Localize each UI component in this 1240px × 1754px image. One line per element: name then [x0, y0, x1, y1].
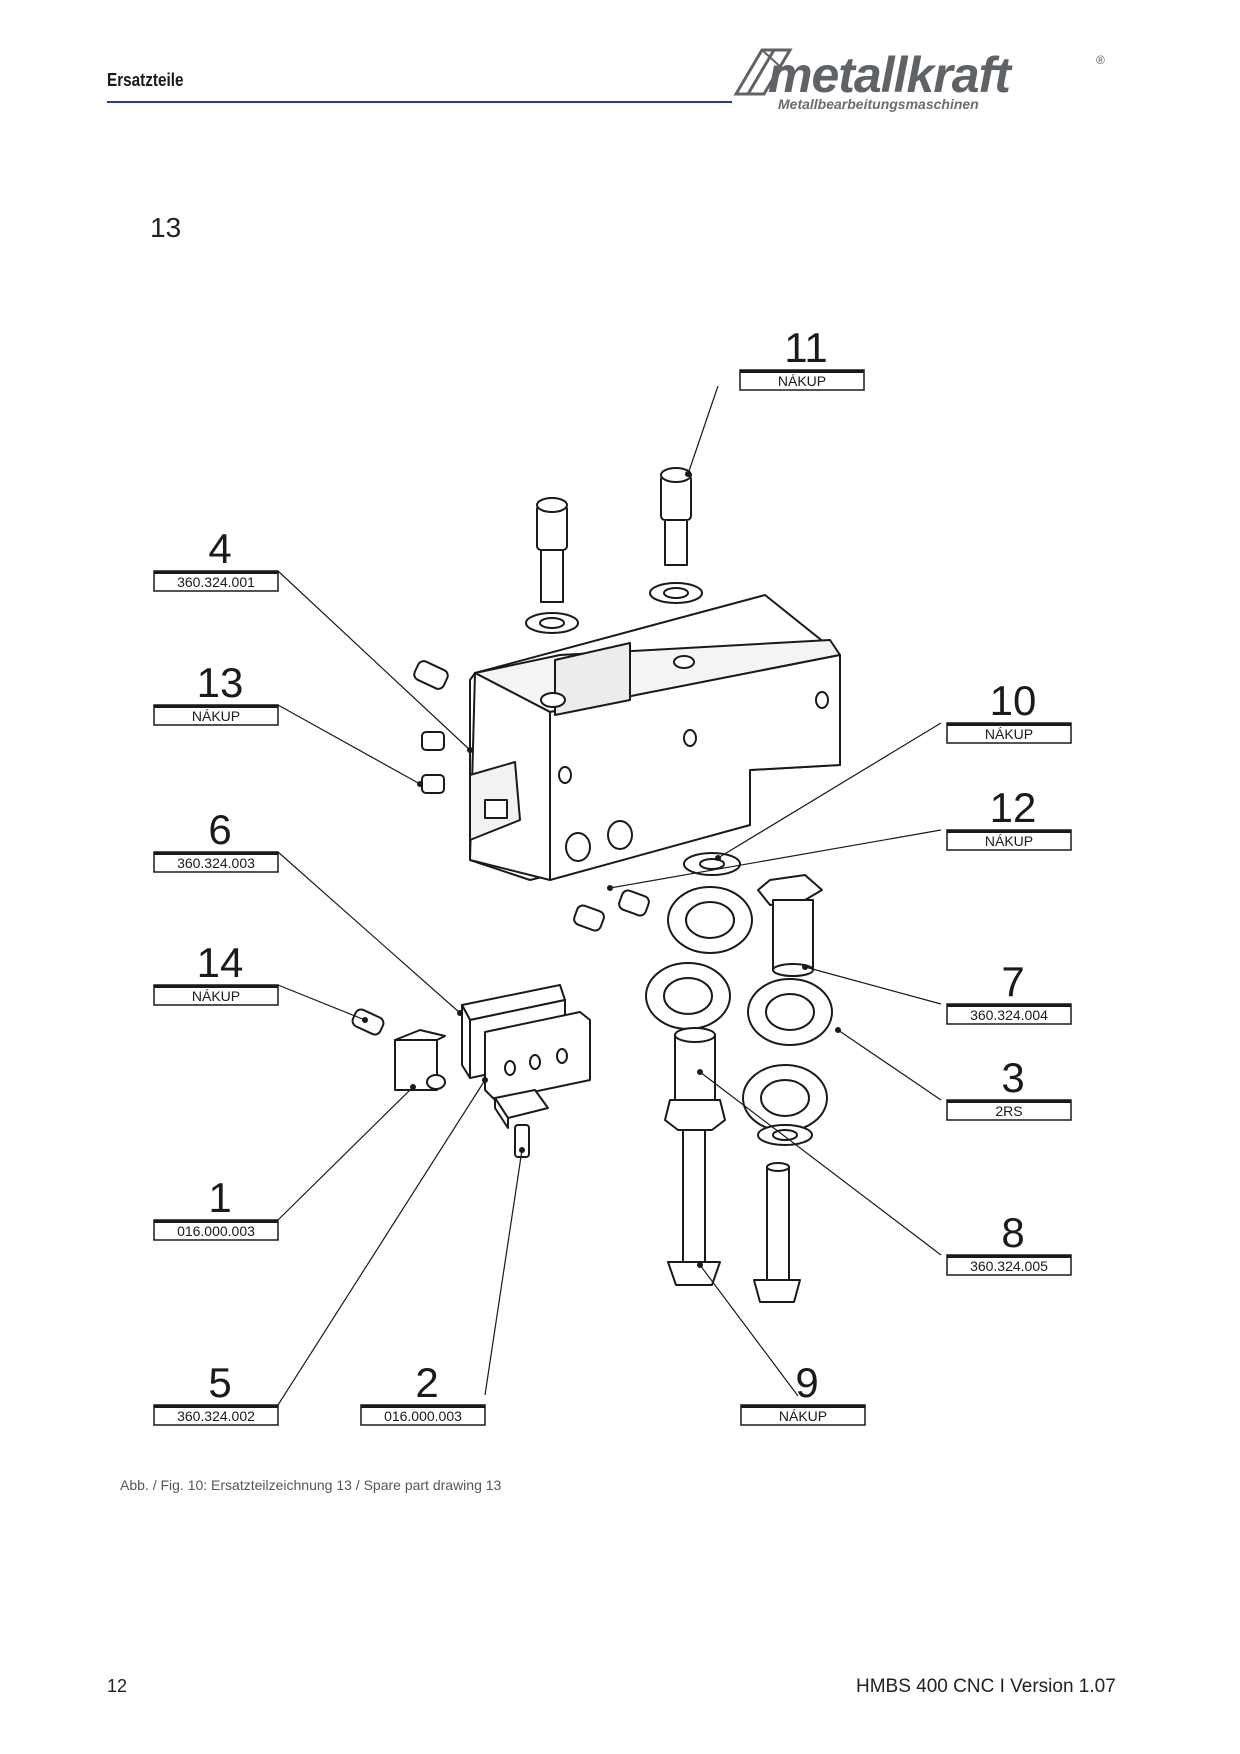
callout-box-topbar: [154, 705, 278, 708]
logo-mark-icon: [733, 48, 793, 96]
callout-number: 10: [990, 677, 1037, 724]
callout-number: 13: [197, 659, 244, 706]
logo-subtitle: Metallbearbeitungsmaschinen: [778, 96, 979, 112]
callout-number: 7: [1001, 958, 1024, 1005]
bearings-drawing: [573, 852, 833, 1146]
callout-number: 8: [1001, 1209, 1024, 1256]
long-bolts-drawing: [667, 1129, 801, 1303]
callout-part-number: 016.000.003: [384, 1408, 462, 1424]
callout-number: 6: [208, 806, 231, 853]
page-heading: 13: [150, 212, 182, 243]
top-bolt-right-drawing: [649, 467, 703, 604]
callout-number: 5: [208, 1359, 231, 1406]
callout-part-number: 360.324.002: [177, 1408, 255, 1424]
callout-box-topbar: [947, 1004, 1071, 1007]
callout-number: 11: [784, 324, 828, 371]
callout-number: 12: [990, 784, 1037, 831]
callout-box-topbar: [947, 1255, 1071, 1258]
callout-number: 2: [415, 1359, 438, 1406]
nut-plate-drawing: [494, 1089, 549, 1158]
figure-caption: Abb. / Fig. 10: Ersatzteilzeichnung 13 /…: [120, 1477, 502, 1493]
callout-box-topbar: [741, 1405, 865, 1408]
callout-7: 7 360.324.004: [946, 958, 1072, 1025]
callout-part-number: 2RS: [995, 1103, 1022, 1119]
callout-box-topbar: [947, 1100, 1071, 1103]
callout-box-topbar: [361, 1405, 485, 1408]
footer-page-number: 12: [107, 1676, 128, 1696]
callout-8: 8 360.324.005: [946, 1209, 1072, 1276]
callout-6: 6 360.324.003: [153, 806, 279, 873]
callout-5: 5 360.324.002: [153, 1359, 279, 1426]
callout-1: 1 016.000.003: [153, 1174, 279, 1241]
callout-part-number: NÁKUP: [778, 373, 826, 389]
callout-box-topbar: [740, 370, 864, 373]
callout-4: 4 360.324.001: [153, 525, 279, 592]
main-block-drawing: [469, 594, 841, 881]
callout-box-topbar: [947, 830, 1071, 833]
callout-box-topbar: [154, 1405, 278, 1408]
logo-registered: ®: [1096, 53, 1105, 67]
callout-part-number: 360.324.003: [177, 855, 255, 871]
callout-part-number: NÁKUP: [985, 726, 1033, 742]
callout-part-number: NÁKUP: [192, 988, 240, 1004]
callout-part-number: NÁKUP: [192, 708, 240, 724]
callout-part-number: 360.324.004: [970, 1007, 1048, 1023]
metallkraft-logo: metallkraft ®: [733, 48, 1105, 103]
callout-box-topbar: [154, 571, 278, 574]
callout-2: 2 016.000.003: [360, 1359, 486, 1426]
callout-number: 9: [795, 1359, 818, 1406]
footer-document: HMBS 400 CNC I Version 1.07: [856, 1676, 1116, 1697]
callout-box-topbar: [947, 723, 1071, 726]
callout-box-topbar: [154, 852, 278, 855]
callout-part-number: 360.324.001: [177, 574, 255, 590]
small-block-drawing: [351, 1008, 446, 1091]
section-title: Ersatzteile: [107, 70, 184, 90]
leader-dots: [362, 471, 841, 1268]
logo-wordmark: metallkraft: [768, 48, 1013, 103]
callout-number: 1: [208, 1174, 231, 1221]
leader-lines: [277, 385, 942, 1406]
header-rule: [107, 101, 732, 103]
callout-part-number: 360.324.005: [970, 1258, 1048, 1274]
clamp-plates-drawing: [461, 984, 591, 1101]
callout-box-topbar: [154, 1220, 278, 1223]
callout-number: 3: [1001, 1054, 1024, 1101]
callout-part-number: NÁKUP: [985, 833, 1033, 849]
callout-number: 14: [197, 939, 244, 986]
top-bolt-left-drawing: [525, 497, 579, 634]
left-screws-drawing: [413, 660, 449, 794]
callout-box-topbar: [154, 985, 278, 988]
spacer-nut-drawing: [757, 874, 823, 977]
sleeve-drawing: [664, 1027, 726, 1131]
callout-part-number: NÁKUP: [779, 1408, 827, 1424]
callout-part-number: 016.000.003: [177, 1223, 255, 1239]
callout-number: 4: [208, 525, 231, 572]
